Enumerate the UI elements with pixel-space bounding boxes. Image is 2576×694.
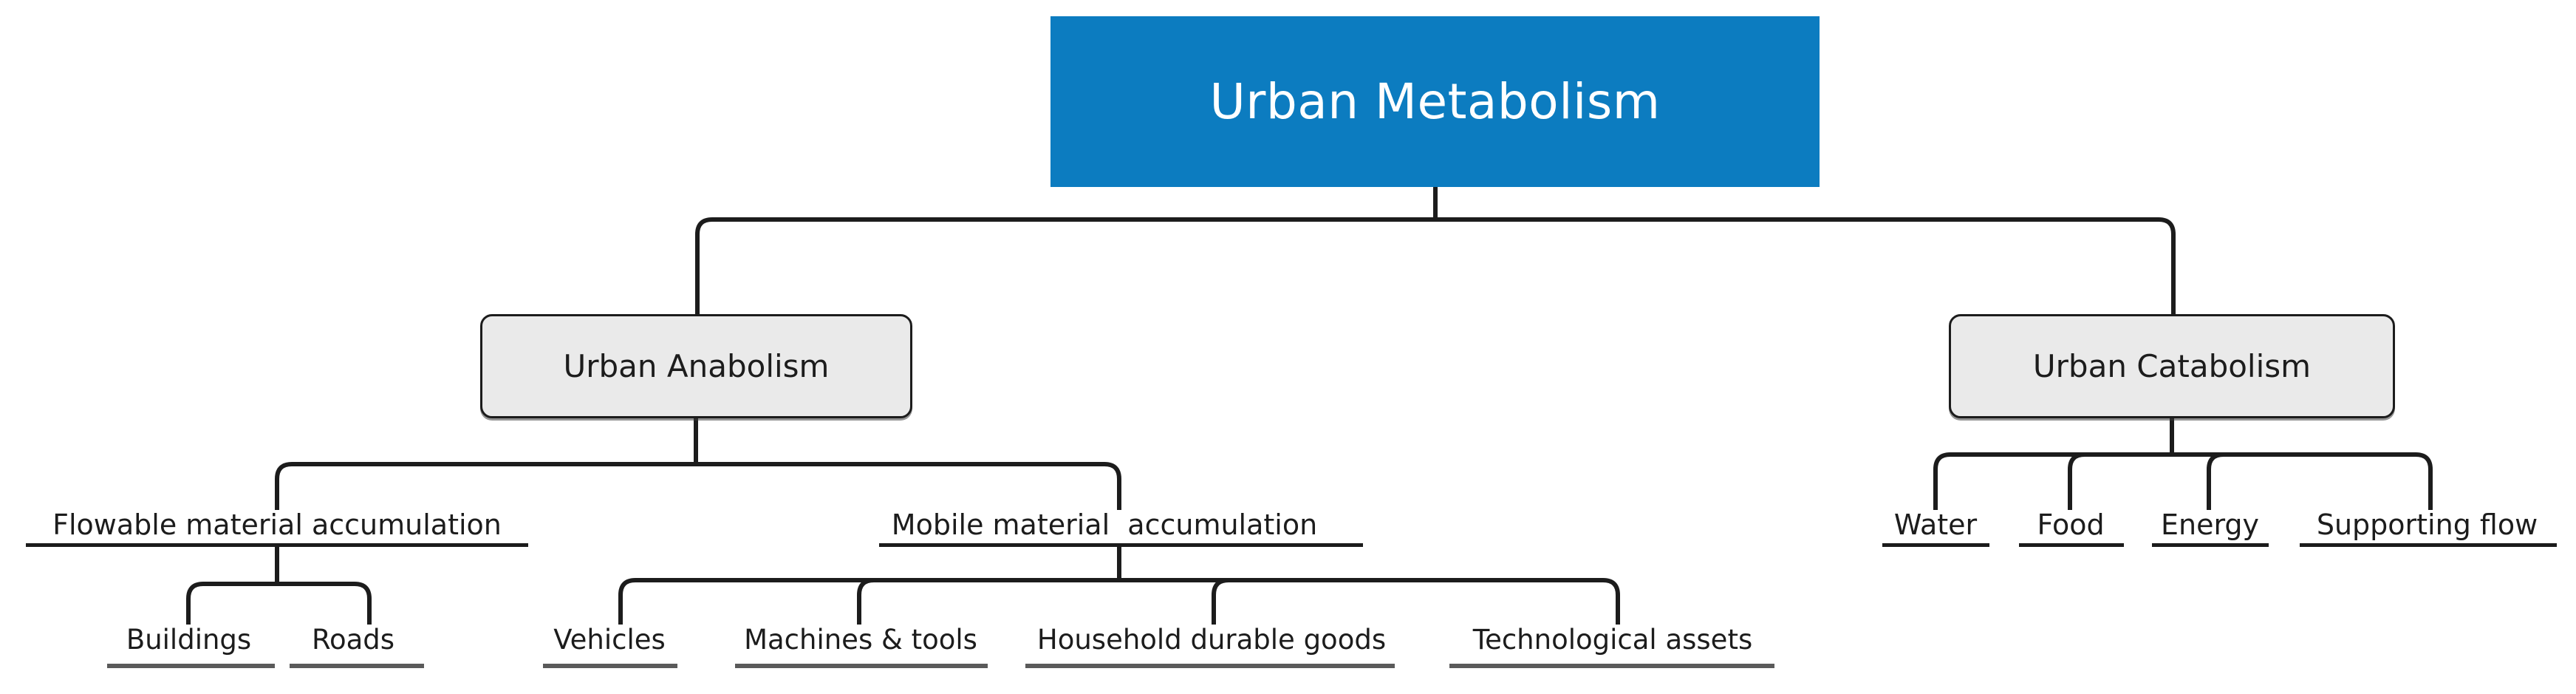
node-flowable-material-accumulation-label: Flowable material accumulation [52,508,502,541]
connector-mobile-to-leaves [618,578,1620,625]
rule-household-durable-goods [1025,664,1395,668]
node-urban-catabolism[interactable]: Urban Catabolism [1949,314,2395,418]
node-household-durable-goods-label: Household durable goods [1036,624,1387,656]
node-food-label: Food [2037,508,2105,541]
connector-catabolism-drop-3 [2207,452,2224,510]
node-technological-assets[interactable]: Technological assets [1446,622,1779,659]
rule-food [2019,543,2124,547]
node-food[interactable]: Food [2015,507,2126,544]
connector-mobile-drop-2 [857,578,875,625]
connector-catabolism-drop-2 [2068,452,2085,510]
rule-roads [290,664,424,668]
node-vehicles-label: Vehicles [553,624,666,656]
node-urban-anabolism[interactable]: Urban Anabolism [480,314,912,418]
node-water-label: Water [1893,508,1978,541]
rule-supporting-flow [2300,543,2557,547]
node-root-label: Urban Metabolism [1209,73,1661,130]
node-supporting-flow[interactable]: Supporting flow [2296,507,2558,544]
rule-mobile-material-accumulation [879,543,1363,547]
node-household-durable-goods[interactable]: Household durable goods [1023,622,1400,659]
node-root-urban-metabolism[interactable]: Urban Metabolism [1050,16,1820,187]
node-buildings[interactable]: Buildings [102,622,276,659]
node-vehicles[interactable]: Vehicles [539,622,680,659]
connector-flowable-to-leaves [186,582,372,625]
node-roads[interactable]: Roads [287,622,420,659]
node-energy[interactable]: Energy [2148,507,2272,544]
rule-buildings [107,664,275,668]
rule-machines-and-tools [735,664,988,668]
rule-technological-assets [1449,664,1774,668]
node-mobile-material-accumulation[interactable]: Mobile material accumulation [875,507,1333,544]
node-urban-catabolism-label: Urban Catabolism [2032,348,2312,384]
connector-catabolism-to-level3 [1933,452,2433,510]
rule-vehicles [543,664,677,668]
node-water[interactable]: Water [1876,507,1995,544]
node-mobile-material-accumulation-label: Mobile material accumulation [891,508,1318,541]
rule-energy [2152,543,2269,547]
node-urban-anabolism-label: Urban Anabolism [563,348,830,384]
node-roads-label: Roads [311,624,395,656]
node-machines-and-tools[interactable]: Machines & tools [731,622,990,659]
node-flowable-material-accumulation[interactable]: Flowable material accumulation [15,507,539,544]
node-technological-assets-label: Technological assets [1472,624,1753,656]
connector-root-to-level2 [695,217,2176,314]
connector-mobile-drop-3 [1212,578,1229,625]
rule-water [1882,543,1989,547]
node-energy-label: Energy [2160,508,2260,541]
node-machines-and-tools-label: Machines & tools [744,624,977,656]
node-supporting-flow-label: Supporting flow [2316,508,2538,541]
rule-flowable-material-accumulation [26,543,528,547]
connector-anabolism-to-level3 [275,462,1121,510]
node-buildings-label: Buildings [126,624,252,656]
